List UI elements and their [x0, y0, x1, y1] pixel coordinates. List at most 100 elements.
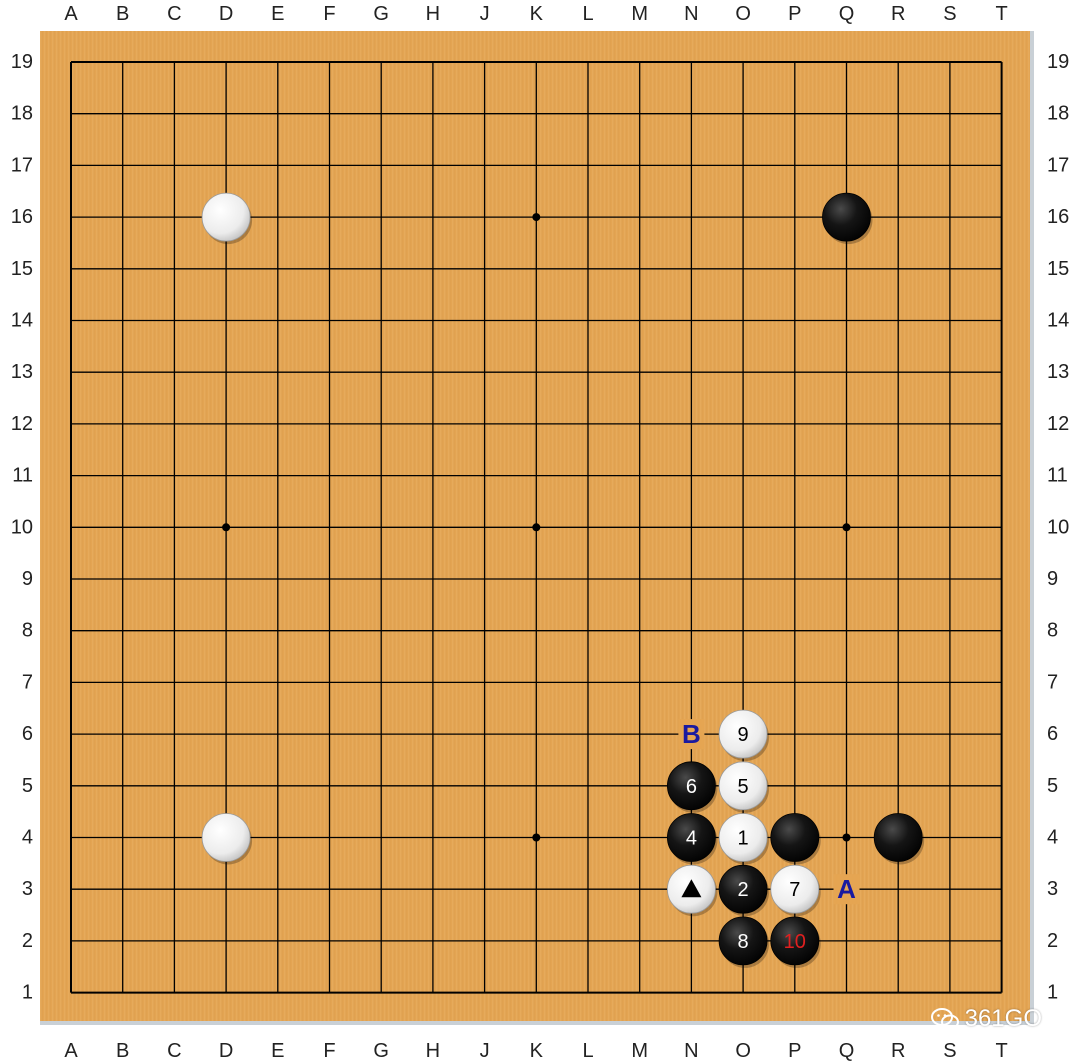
row-label: 7 [1047, 671, 1058, 693]
column-label: T [995, 3, 1007, 25]
column-label: K [530, 1040, 544, 1062]
row-label: 14 [11, 310, 33, 332]
row-label: 1 [22, 982, 33, 1004]
move-number: 10 [784, 931, 806, 953]
column-label: L [582, 3, 593, 25]
star-point [842, 523, 851, 532]
row-label: 15 [11, 258, 33, 280]
column-label: R [891, 3, 905, 25]
row-label: 19 [11, 51, 33, 73]
row-label: 12 [1047, 413, 1069, 435]
column-label: E [271, 1040, 284, 1062]
move-number: 1 [738, 828, 749, 850]
column-label: D [219, 1040, 233, 1062]
column-label: C [167, 3, 181, 25]
column-label: J [480, 1040, 490, 1062]
row-label: 14 [1047, 310, 1069, 332]
star-point [842, 833, 851, 842]
white-stone[interactable] [201, 192, 251, 242]
row-label: 11 [1047, 465, 1068, 487]
column-label: G [373, 3, 389, 25]
column-label: B [116, 1040, 129, 1062]
row-label: 10 [11, 516, 33, 538]
black-stone[interactable] [822, 192, 871, 242]
row-label: 15 [1047, 258, 1069, 280]
triangle-marker [681, 879, 702, 898]
row-label: 2 [22, 930, 33, 952]
black-stone[interactable] [718, 864, 768, 914]
column-label: S [943, 1040, 956, 1062]
row-label: 9 [22, 568, 33, 590]
white-stone[interactable] [718, 761, 768, 811]
column-label: S [943, 3, 956, 25]
column-label: A [64, 1040, 78, 1062]
move-number: 5 [738, 776, 749, 798]
letter-mark-b: B [682, 719, 701, 749]
black-stone[interactable] [770, 916, 820, 966]
move-number: 7 [789, 879, 800, 901]
row-label: 4 [1047, 827, 1058, 849]
watermark: 361GO [930, 1005, 1042, 1033]
column-label: N [684, 1040, 698, 1062]
white-stone[interactable] [770, 864, 820, 914]
letter-mark-a: A [837, 874, 856, 904]
row-label: 5 [1047, 775, 1058, 797]
white-stone[interactable] [718, 709, 768, 759]
row-label: 13 [1047, 361, 1069, 383]
row-label: 17 [11, 154, 33, 176]
star-point [532, 523, 541, 532]
row-label: 13 [11, 361, 33, 383]
column-label: P [788, 1040, 801, 1062]
column-label: Q [839, 1040, 855, 1062]
watermark-text: 361GO [964, 1005, 1042, 1032]
row-label: 19 [1047, 51, 1069, 73]
row-label: 10 [1047, 516, 1069, 538]
wechat-icon [930, 1008, 959, 1030]
move-number: 8 [738, 931, 749, 953]
column-label: L [582, 1040, 593, 1062]
move-number: 4 [686, 828, 697, 850]
row-label: 2 [1047, 930, 1058, 952]
black-stone[interactable] [667, 813, 716, 862]
black-stone[interactable] [718, 916, 768, 966]
column-label: O [735, 1040, 751, 1062]
row-label: 7 [22, 671, 33, 693]
column-label: G [373, 1040, 389, 1062]
row-label: 12 [11, 413, 33, 435]
letter-mark-bg [833, 874, 860, 905]
row-label: 8 [1047, 620, 1058, 642]
column-label: C [167, 1040, 181, 1062]
row-label: 4 [22, 827, 33, 849]
star-point [532, 213, 541, 222]
column-label: D [219, 3, 233, 25]
column-label: Q [839, 3, 855, 25]
column-label: E [271, 3, 284, 25]
row-label: 6 [22, 723, 33, 745]
move-number: 2 [738, 879, 749, 901]
row-label: 18 [1047, 103, 1069, 125]
column-label: B [116, 3, 129, 25]
column-label: K [530, 3, 544, 25]
white-stone[interactable] [201, 813, 251, 862]
column-label: P [788, 3, 801, 25]
white-stone[interactable] [718, 813, 768, 862]
column-label: J [480, 3, 490, 25]
black-stone[interactable] [667, 761, 716, 811]
row-label: 17 [1047, 154, 1069, 176]
row-label: 1 [1047, 982, 1058, 1004]
row-label: 18 [11, 103, 33, 125]
row-label: 16 [11, 206, 33, 228]
column-label: O [735, 3, 751, 25]
column-label: F [323, 3, 335, 25]
row-label: 3 [1047, 878, 1058, 900]
row-label: 8 [22, 620, 33, 642]
black-stone[interactable] [770, 813, 820, 862]
letter-mark-bg [678, 719, 705, 750]
row-label: 9 [1047, 568, 1058, 590]
move-number: 6 [686, 776, 697, 798]
star-point [222, 523, 231, 532]
black-stone[interactable] [873, 813, 923, 862]
row-label: 5 [22, 775, 33, 797]
column-label: T [995, 1040, 1007, 1062]
